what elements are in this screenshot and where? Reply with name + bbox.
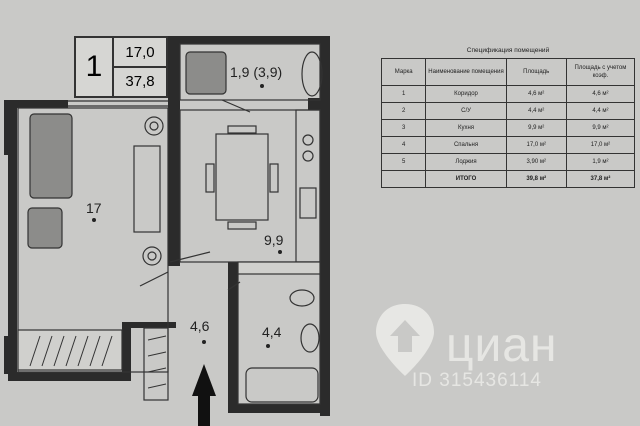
spec-header: Марка — [380, 58, 427, 86]
spec-cell: 1,9 м² — [565, 153, 636, 171]
spec-cell: 1 — [380, 85, 427, 103]
spec-cell — [380, 170, 427, 188]
spec-cell: 3 — [380, 119, 427, 137]
spec-header: Площадь — [505, 58, 567, 86]
spec-cell: 9,9 м² — [565, 119, 636, 137]
total-area: 37,8 — [125, 73, 155, 90]
entrance-arrow-icon — [192, 364, 216, 426]
spec-cell: 9,9 м² — [505, 119, 567, 137]
spec-cell: 37,8 м² — [565, 170, 636, 188]
spec-cell: 4,6 м² — [565, 85, 636, 103]
spec-cell: 3,90 м² — [505, 153, 567, 171]
loggia-area-label: 1,9 (3,9) — [230, 64, 283, 80]
hatching — [29, 335, 167, 389]
cian-logo-icon — [376, 304, 434, 376]
watermark-id: ID 315436114 — [412, 370, 542, 391]
spec-cell: Спальня — [425, 136, 507, 154]
furniture — [17, 51, 323, 403]
spec-cell: Лоджия — [425, 153, 507, 171]
watermark-brand: циан — [446, 319, 558, 372]
spec-cell: Коридор — [425, 85, 507, 103]
spec-cell: 2 — [380, 102, 427, 120]
walls — [4, 36, 330, 416]
kitchen-area-label: 9,9 — [264, 232, 284, 248]
corridor-area-label: 4,6 — [190, 318, 210, 334]
spec-cell: 17,0 м² — [565, 136, 636, 154]
table-row: 4 Спальня 17,0 м² 17,0 м² — [380, 136, 636, 154]
spec-cell: С/У — [425, 102, 507, 120]
specification-table: Спецификация помещений Марка Наименовани… — [380, 44, 636, 190]
spec-cell: 4,4 м² — [505, 102, 567, 120]
spec-header-row: Марка Наименование помещения Площадь Пло… — [380, 58, 636, 86]
bedroom-area-label: 17 — [86, 200, 102, 216]
table-row: 3 Кухня 9,9 м² 9,9 м² — [380, 119, 636, 137]
spec-cell: 4,4 м² — [565, 102, 636, 120]
table-row: 2 С/У 4,4 м² 4,4 м² — [380, 102, 636, 120]
spec-cell: Кухня — [425, 119, 507, 137]
spec-total-row: ИТОГО 39,8 м² 37,8 м² — [380, 170, 636, 188]
spec-cell: 5 — [380, 153, 427, 171]
spec-header: Площадь с учетом коэф. — [565, 58, 636, 86]
spec-cell: ИТОГО — [425, 170, 507, 188]
spec-cell: 4,6 м² — [505, 85, 567, 103]
room-dots — [92, 84, 282, 348]
spec-title: Спецификация помещений — [466, 47, 550, 54]
spec-cell: 17,0 м² — [505, 136, 567, 154]
spec-cell: 4 — [380, 136, 427, 154]
room-count: 1 — [76, 38, 114, 96]
living-area: 17,0 — [114, 38, 166, 68]
table-row: 5 Лоджия 3,90 м² 1,9 м² — [380, 153, 636, 171]
apartment-badge: 1 17,0 37,8 — [74, 36, 168, 98]
bathroom-area-label: 4,4 — [262, 324, 282, 340]
spec-header: Наименование помещения — [425, 58, 507, 86]
spec-cell: 39,8 м² — [505, 170, 567, 188]
spec-grid: Марка Наименование помещения Площадь Пло… — [380, 58, 636, 188]
table-row: 1 Коридор 4,6 м² 4,6 м² — [380, 85, 636, 103]
